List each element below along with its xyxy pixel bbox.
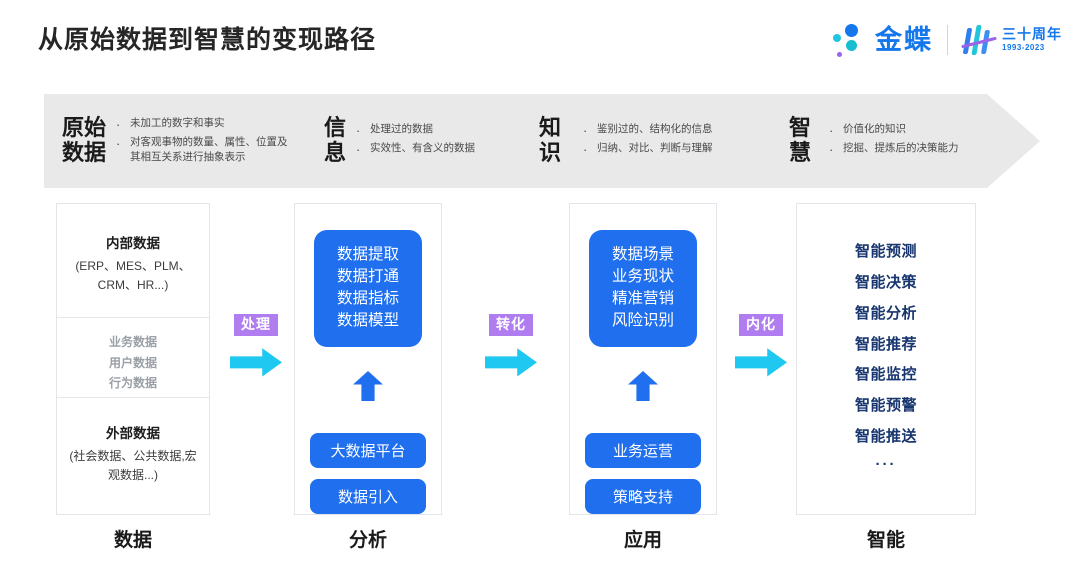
intelligence-item: 智能推荐 [854, 335, 917, 353]
right-arrow-icon [485, 348, 537, 377]
intelligence-item: 智能推送 [854, 427, 917, 445]
stage-bullet-row: · 处理过的数据 [356, 122, 475, 141]
column-label-analysis: 分析 [348, 530, 387, 551]
stage-bullet-row: · 归纳、对比、判断与理解 [583, 141, 713, 160]
stage-name-line2: 息 [324, 140, 347, 165]
internal-data-title: 内部数据 [106, 236, 160, 251]
section-data-types: 业务数据 用户数据 行为数据 [57, 318, 209, 398]
intelligence-item: 智能监控 [854, 366, 917, 384]
anniversary-mark-icon [961, 23, 997, 57]
external-data-title: 外部数据 [106, 426, 160, 441]
application-pill-operations: 业务运营 [585, 433, 701, 468]
stage-raw-data: 原始 数据 · 未加工的数字和事实 · 对客观事物的数量、属性、位置及其相互关系… [44, 94, 324, 188]
stage-band-arrow: 原始 数据 · 未加工的数字和事实 · 对客观事物的数量、属性、位置及其相互关系… [44, 94, 1040, 188]
anniversary-label: 三十周年 [1002, 26, 1062, 43]
right-arrow-icon [735, 348, 787, 377]
anniversary-years: 1993-2023 [1002, 43, 1045, 53]
application-pill-strategy: 策略支持 [585, 479, 701, 514]
stage-bullet-text: 鉴别过的、结构化的信息 [597, 123, 713, 136]
bullet-glyph: · [116, 117, 121, 133]
stage-bullet-row: · 价值化的知识 [829, 122, 959, 141]
intelligence-more-ellipsis: ··· [875, 455, 897, 473]
section-external-data: 外部数据 (社会数据、公共数据,宏观数据...) [57, 398, 209, 514]
stage-bullet-row: · 未加工的数字和事实 [116, 116, 295, 135]
stage-bullet-text: 归纳、对比、判断与理解 [597, 142, 713, 154]
stage-bullet-row: · 实效性、有含义的数据 [356, 141, 475, 160]
column-label-intelligence: 智能 [866, 530, 905, 551]
stage-bullet-text: 未加工的数字和事实 [130, 117, 225, 130]
column-data: 内部数据 (ERP、MES、PLM、CRM、HR...) 业务数据 用户数据 行… [56, 203, 210, 515]
column-application: 数据场景 业务现状 精准营销 风险识别 业务运营 策略支持 [569, 203, 717, 515]
stage-name-line1: 原始 [62, 115, 107, 141]
up-arrow-icon [628, 371, 658, 401]
intelligence-item: 智能分析 [854, 304, 917, 322]
bullet-glyph: · [829, 123, 834, 139]
page-title: 从原始数据到智慧的变现路径 [38, 26, 377, 54]
stage-information: 信 息 · 处理过的数据 · 实效性、有含义的数据 [324, 94, 539, 188]
data-type-item: 行为数据 [108, 376, 157, 391]
section-internal-data: 内部数据 (ERP、MES、PLM、CRM、HR...) [57, 204, 209, 318]
bullet-glyph: · [356, 142, 361, 157]
stage-bullet-row: · 对客观事物的数量、属性、位置及其相互关系进行抽象表示 [116, 135, 295, 165]
application-capability-box: 数据场景 业务现状 精准营销 风险识别 [589, 230, 697, 347]
internal-data-sub: (ERP、MES、PLM、CRM、HR...) [75, 259, 191, 292]
intelligence-item: 智能预测 [854, 243, 917, 261]
data-type-item: 用户数据 [108, 355, 157, 370]
bullet-glyph: · [829, 142, 834, 157]
intelligence-item: 智能决策 [854, 274, 917, 292]
analysis-capability-box: 数据提取 数据打通 数据指标 数据模型 [314, 230, 422, 347]
stage-bullet-text: 价值化的知识 [843, 123, 907, 136]
bullet-glyph: · [116, 136, 121, 152]
connector-internalization: 内化 [727, 314, 795, 377]
anniversary-badge: 三十周年 1993-2023 [961, 23, 1062, 57]
data-type-item: 业务数据 [108, 335, 157, 349]
stage-name-line2: 数据 [62, 140, 107, 165]
analysis-pill-ingest: 数据引入 [310, 479, 426, 514]
stage-bullet-text: 对客观事物的数量、属性、位置及其相互关系进行抽象表示 [130, 136, 288, 164]
right-arrow-icon [230, 348, 282, 377]
bullet-glyph: · [583, 142, 588, 157]
brand-name: 金蝶 [875, 24, 933, 55]
up-arrow-icon [353, 371, 383, 401]
stage-bullet-row: · 鉴别过的、结构化的信息 [583, 122, 713, 141]
connector-processing: 处理 [222, 314, 290, 377]
stage-name-line1: 知 [539, 115, 562, 141]
column-analysis: 数据提取 数据打通 数据指标 数据模型 大数据平台 数据引入 [294, 203, 442, 515]
brand-logo: 金蝶 三十周年 1993-2023 [831, 18, 1062, 62]
stage-name-line2: 识 [539, 140, 562, 165]
bullet-glyph: · [583, 123, 588, 139]
connector-label: 处理 [234, 314, 278, 337]
column-label-data: 数据 [113, 530, 152, 551]
analysis-pill-platform: 大数据平台 [310, 433, 426, 468]
connector-label: 内化 [739, 314, 783, 337]
stage-name-line2: 慧 [789, 140, 812, 165]
column-intelligence: 智能预测 智能决策 智能分析 智能推荐 智能监控 智能预警 智能推送 ··· [796, 203, 976, 515]
connector-label: 转化 [489, 314, 533, 337]
stage-name-line1: 智 [789, 115, 812, 141]
connector-transformation: 转化 [477, 314, 545, 377]
intelligence-item: 智能预警 [854, 397, 917, 415]
column-label-application: 应用 [623, 530, 662, 551]
stage-bullet-text: 处理过的数据 [370, 123, 434, 136]
stage-bullet-row: · 挖掘、提炼后的决策能力 [829, 141, 959, 160]
stage-bullet-text: 挖掘、提炼后的决策能力 [843, 142, 959, 154]
bullet-glyph: · [356, 123, 361, 139]
kingdee-dots-icon [831, 21, 865, 59]
brand-divider [947, 25, 948, 55]
stage-bullet-text: 实效性、有含义的数据 [370, 142, 476, 154]
stage-name-line1: 信 [324, 115, 347, 141]
external-data-sub: (社会数据、公共数据,宏观数据...) [69, 449, 197, 482]
stage-wisdom: 智 慧 · 价值化的知识 · 挖掘、提炼后的决策能力 [789, 94, 1019, 188]
stage-knowledge: 知 识 · 鉴别过的、结构化的信息 · 归纳、对比、判断与理解 [539, 94, 789, 188]
